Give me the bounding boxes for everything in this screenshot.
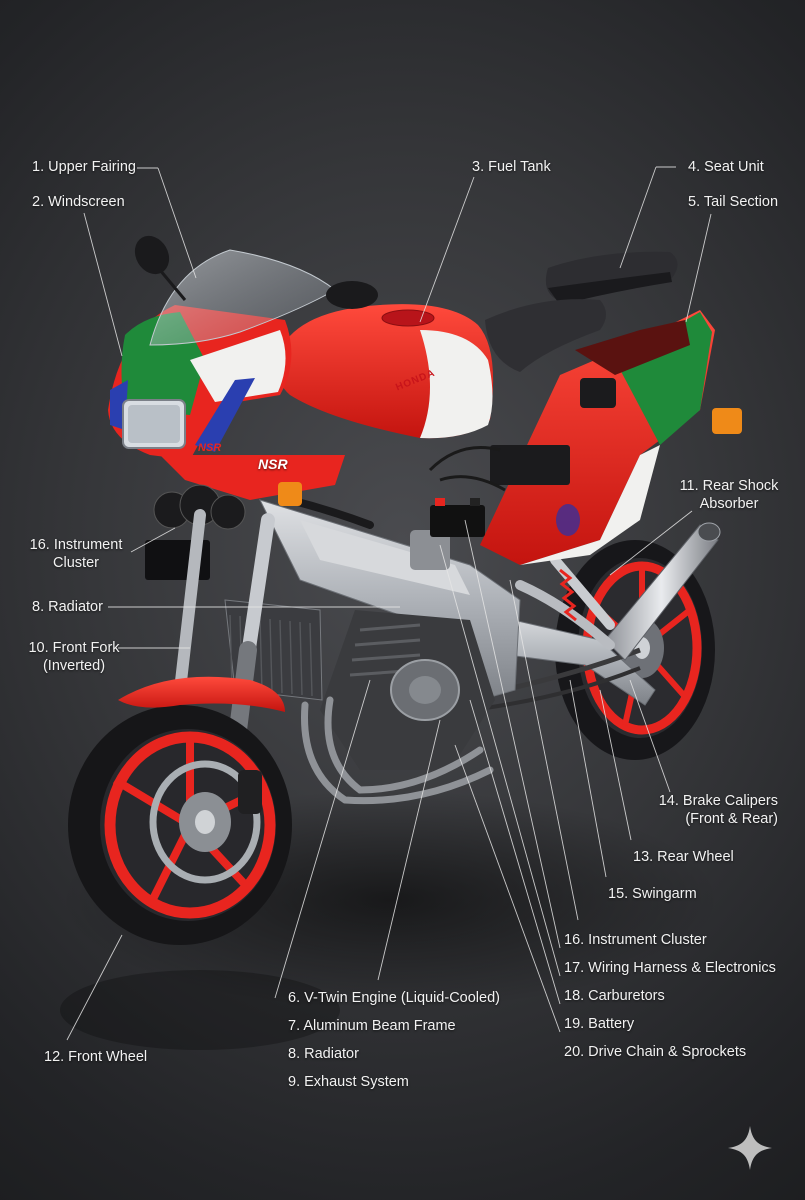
leader-lines xyxy=(66,166,712,1041)
callout-tail-section: 5. Tail Section xyxy=(688,194,779,210)
callout-instrument-cluster: 16. Instrument Cluster xyxy=(564,932,707,948)
brake-disc xyxy=(149,760,261,884)
rear-shock xyxy=(550,555,615,630)
front-wheel xyxy=(68,705,292,945)
callout-radiator-left: 8. Radiator xyxy=(32,599,103,615)
callout-instrument-cluster-left: 16. Instrument Cluster xyxy=(28,536,124,572)
callout-exhaust-system: 9. Exhaust System xyxy=(288,1074,409,1090)
aluminum-beam-frame xyxy=(259,499,521,701)
callout-brake-line2: (Front & Rear) xyxy=(685,811,778,827)
floor-reflection xyxy=(60,970,340,1050)
battery-electronics xyxy=(428,445,570,537)
tail-section xyxy=(480,310,742,565)
front-fender xyxy=(118,676,285,712)
mirrors xyxy=(134,235,378,309)
callout-radiator: 8. Radiator xyxy=(288,1046,359,1062)
callout-fuel-tank: 3. Fuel Tank xyxy=(472,159,551,175)
fairing-model-badge: NSR xyxy=(198,442,222,454)
callout-front-fork: 10. Front Fork (Inverted) xyxy=(28,639,120,675)
callout-battery: 19. Battery xyxy=(564,1016,635,1032)
callout-seat-unit: 4. Seat Unit xyxy=(688,159,764,175)
callout-v-twin-engine: 6. V-Twin Engine (Liquid-Cooled) xyxy=(288,990,500,1006)
exhaust-headers xyxy=(301,696,494,805)
callout-upper-fairing: 1. Upper Fairing xyxy=(32,159,136,175)
callout-rear-shock-line2: Absorber xyxy=(699,496,759,512)
callout-instrument-line2: Cluster xyxy=(53,555,99,571)
callout-brake-line1: 14. Brake Calipers xyxy=(658,793,778,809)
nose-model-badge: NSR xyxy=(258,456,288,472)
callout-rear-wheel: 13. Rear Wheel xyxy=(633,849,734,865)
callout-front-fork-line2: (Inverted) xyxy=(42,658,106,674)
callout-front-wheel: 12. Front Wheel xyxy=(44,1049,148,1065)
callout-brake-calipers: 14. Brake Calipers (Front & Rear) xyxy=(646,792,778,828)
v-twin-engine xyxy=(320,530,495,770)
callout-swingarm: 15. Swingarm xyxy=(608,886,697,902)
sparkle-icon xyxy=(728,1126,772,1170)
callout-front-fork-line1: 10. Front Fork xyxy=(28,640,120,656)
exhaust-silencer xyxy=(515,522,721,661)
callout-rear-shock-absorber: 11. Rear Shock Absorber xyxy=(676,477,782,513)
brake-caliper xyxy=(238,770,262,814)
carburetors xyxy=(410,530,450,570)
callout-windscreen: 2. Windscreen xyxy=(32,194,125,210)
callout-carburetors: 18. Carburetors xyxy=(564,988,665,1004)
fuel-tank xyxy=(277,304,494,439)
callout-aluminum-beam-frame: 7. Aluminum Beam Frame xyxy=(288,1018,456,1034)
callout-wiring-harness: 17. Wiring Harness & Electronics xyxy=(564,960,776,976)
seat-unit xyxy=(485,251,678,372)
callout-rear-shock-line1: 11. Rear Shock xyxy=(679,478,779,494)
callout-instrument-line1: 16. Instrument xyxy=(29,537,123,553)
lower-cowl xyxy=(160,455,345,506)
callout-drive-chain: 20. Drive Chain & Sprockets xyxy=(564,1044,747,1060)
